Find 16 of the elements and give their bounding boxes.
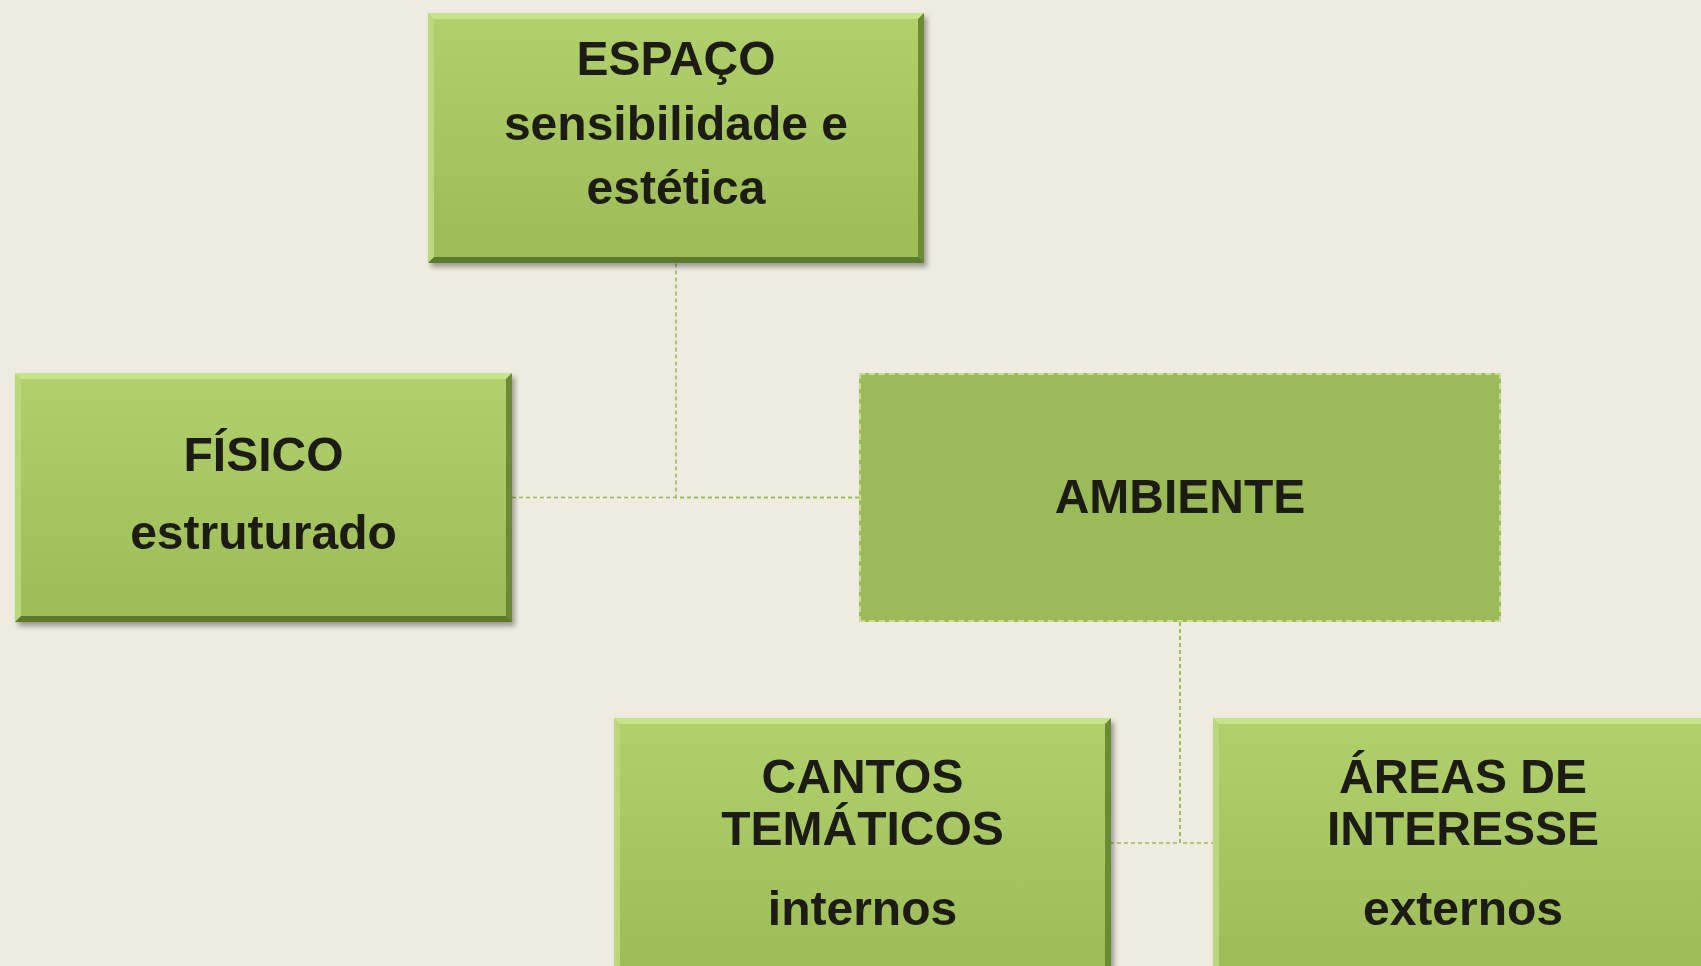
- box-subtext: sensibilidade e estética: [502, 95, 850, 217]
- central-box: [859, 373, 1501, 622]
- box-heading: ESPAÇO: [576, 32, 776, 86]
- concept-box: [428, 13, 924, 263]
- box-subtext: externos: [1362, 880, 1564, 937]
- box-subtext: estruturado: [130, 505, 397, 562]
- box-heading: FÍSICO: [183, 428, 344, 482]
- concept-box: [15, 373, 512, 622]
- box-subtext: internos: [767, 880, 958, 937]
- box-heading: ÁREAS DE INTERESSE: [1325, 750, 1601, 857]
- concept-box: [1213, 718, 1701, 966]
- box-heading: AMBIENTE: [1054, 471, 1306, 524]
- box-heading: CANTOS TEMÁTICOS: [720, 750, 1005, 857]
- connector-line: [1179, 621, 1214, 844]
- connector-line: [511, 496, 860, 499]
- concept-box: [614, 718, 1111, 966]
